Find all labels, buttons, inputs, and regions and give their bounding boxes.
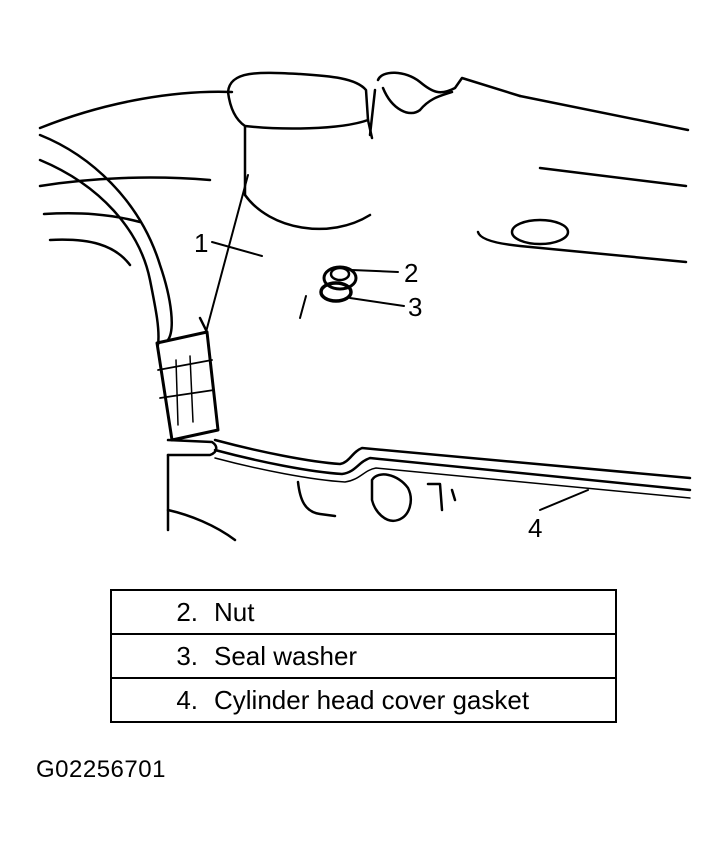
leader-lines bbox=[205, 174, 589, 511]
legend-row: 3. Seal washer bbox=[110, 633, 617, 679]
figure-id: G02256701 bbox=[36, 756, 166, 783]
parts-legend-table: 2. Nut 3. Seal washer 4. Cylinder head cove… bbox=[110, 589, 617, 723]
nut-and-seal-washer bbox=[299, 265, 358, 319]
legend-number: 4. bbox=[176, 684, 198, 715]
legend-number: 3. bbox=[176, 640, 198, 671]
callout-1: 1 bbox=[194, 228, 208, 258]
callout-4: 4 bbox=[528, 513, 542, 543]
legend-label: Cylinder head cover gasket bbox=[214, 684, 530, 715]
callout-2: 2 bbox=[404, 258, 418, 288]
hose bbox=[38, 133, 220, 457]
legend-label: Nut bbox=[214, 596, 255, 627]
legend-number: 2. bbox=[176, 596, 198, 627]
legend-label: Seal washer bbox=[214, 640, 358, 671]
callout-3: 3 bbox=[408, 292, 422, 322]
legend-row: 4. Cylinder head cover gasket bbox=[110, 677, 617, 723]
engine-cover-illustration: 1 2 3 4 bbox=[38, 71, 692, 543]
background-contours bbox=[38, 90, 237, 542]
cylinder-head-cover bbox=[213, 71, 692, 523]
legend-row: 2. Nut bbox=[110, 589, 617, 635]
